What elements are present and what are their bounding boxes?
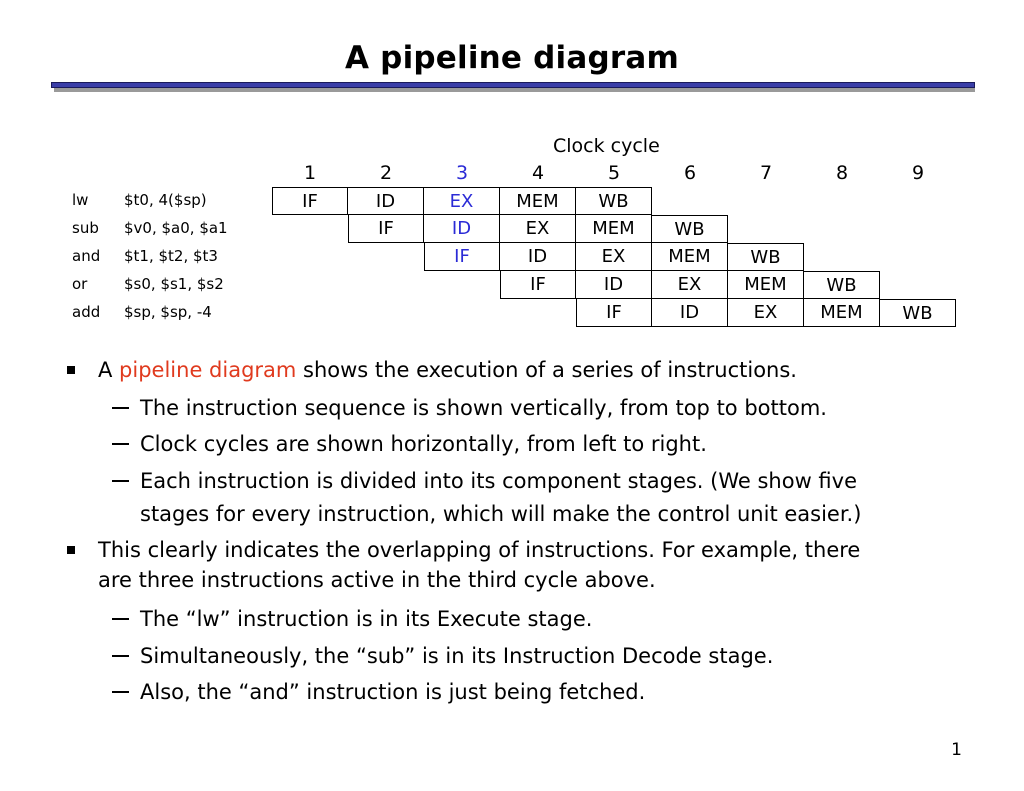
dash-icon: [112, 407, 129, 409]
instruction-operands: $v0, $a0, $a1: [124, 219, 228, 237]
stage-cell: ID: [500, 243, 576, 271]
instruction-operands: $sp, $sp, -4: [124, 303, 212, 321]
stage-cell: ID: [576, 271, 652, 299]
cycle-number: 8: [835, 162, 849, 184]
dash-icon: [112, 480, 129, 482]
bullet-1-text-end: shows the execution of a series of instr…: [296, 358, 797, 382]
cycle-number: 3: [455, 162, 469, 184]
instruction-operands: $t1, $t2, $t3: [124, 247, 218, 265]
stage-cell: IF: [272, 187, 348, 215]
title-rule: [51, 82, 975, 94]
stage-cell: WB: [880, 299, 956, 327]
stage-cell: IF: [500, 271, 576, 299]
bullet-2-sub-3: Also, the “and” instruction is just bein…: [140, 680, 646, 704]
bullet-1-text-start: A: [98, 358, 120, 382]
bullet-1-sub-3-line-2: stages for every instruction, which will…: [140, 502, 862, 526]
instruction-operands: $s0, $s1, $s2: [124, 275, 224, 293]
bullet-square-icon: [67, 546, 75, 554]
cycle-number: 2: [379, 162, 393, 184]
stage-cell: ID: [652, 299, 728, 327]
bullet-1-sub-1: The instruction sequence is shown vertic…: [140, 396, 827, 420]
clock-cycle-label: Clock cycle: [553, 135, 660, 157]
bullet-square-icon: [67, 366, 75, 374]
cycle-number: 6: [683, 162, 697, 184]
stage-cell: WB: [576, 187, 652, 215]
dash-icon: [112, 655, 129, 657]
cycle-number: 9: [911, 162, 925, 184]
bullet-1: A pipeline diagram shows the execution o…: [98, 355, 797, 385]
page-number: 1: [951, 740, 962, 760]
instruction-opcode: and: [72, 247, 101, 265]
stage-cell: MEM: [728, 271, 804, 299]
cycle-number: 7: [759, 162, 773, 184]
cycle-number: 1: [303, 162, 317, 184]
cycle-number: 5: [607, 162, 621, 184]
stage-cell: MEM: [652, 243, 728, 271]
bullet-1-sub-2: Clock cycles are shown horizontally, fro…: [140, 432, 707, 456]
stage-cell: EX: [424, 187, 500, 215]
instruction-opcode: sub: [72, 219, 99, 237]
dash-icon: [112, 443, 129, 445]
stage-cell: IF: [348, 215, 424, 243]
bullet-2-line-1: This clearly indicates the overlapping o…: [98, 538, 861, 562]
stage-cell: WB: [728, 243, 804, 271]
instruction-operands: $t0, 4($sp): [124, 191, 207, 209]
dash-icon: [112, 691, 129, 693]
title-rule-shadow: [54, 88, 975, 92]
bullet-1-highlight: pipeline diagram: [119, 358, 297, 382]
bullet-list: A pipeline diagram shows the execution o…: [67, 355, 862, 704]
stage-cell: MEM: [576, 215, 652, 243]
instruction-opcode: lw: [72, 191, 89, 209]
stage-cell: ID: [348, 187, 424, 215]
stage-cell: EX: [652, 271, 728, 299]
stage-cell: MEM: [804, 299, 880, 327]
stage-cell: EX: [728, 299, 804, 327]
bullet-2-line-2: are three instructions active in the thi…: [98, 568, 656, 592]
stage-cell: EX: [500, 215, 576, 243]
bullet-2-sub-2: Simultaneously, the “sub” is in its Inst…: [140, 644, 774, 668]
stage-cell: MEM: [500, 187, 576, 215]
dash-icon: [112, 618, 129, 620]
instruction-opcode: or: [72, 275, 88, 293]
stage-cell: EX: [576, 243, 652, 271]
stage-cell: IF: [576, 299, 652, 327]
slide-title: A pipeline diagram: [345, 40, 679, 76]
bullet-1-sub-3-line-1: Each instruction is divided into its com…: [140, 469, 858, 493]
stage-cell: WB: [652, 215, 728, 243]
stage-cell: WB: [804, 271, 880, 299]
instruction-opcode: add: [72, 303, 101, 321]
bullet-2-sub-1: The “lw” instruction is in its Execute s…: [140, 607, 593, 631]
cycle-number: 4: [531, 162, 545, 184]
title-rule-bar: [51, 82, 975, 88]
stage-cell: IF: [424, 243, 500, 271]
stage-cell: ID: [424, 215, 500, 243]
